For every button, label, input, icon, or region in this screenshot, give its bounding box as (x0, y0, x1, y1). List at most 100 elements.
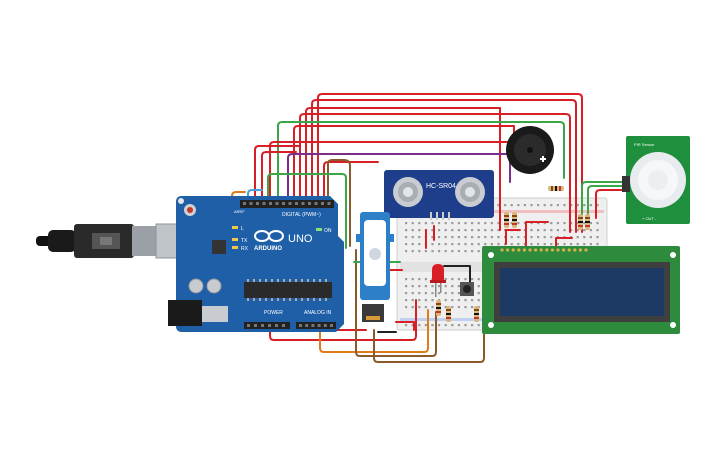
hole (464, 324, 467, 327)
header-pin (295, 202, 298, 205)
aref-label: AREF (234, 209, 245, 214)
hole (497, 243, 500, 246)
chip-pin (289, 298, 291, 301)
hole (537, 222, 540, 225)
hole (517, 204, 520, 207)
hole (550, 204, 553, 207)
header-pin (301, 202, 305, 205)
hole (438, 229, 441, 232)
hole (497, 229, 500, 232)
arduino-uno: DIGITAL (PWM~) AREF L TX RX ON ARDUINO U… (168, 196, 344, 332)
resistor (504, 212, 509, 228)
resistor (578, 214, 583, 230)
arduino-logo-icon (254, 230, 284, 242)
hole (471, 306, 474, 309)
hole (405, 292, 408, 295)
on-label: ON (324, 228, 332, 234)
resistor-band (436, 303, 441, 305)
hole (405, 243, 408, 246)
hole (596, 243, 599, 246)
hole (451, 324, 454, 327)
header-pin (321, 202, 324, 205)
lcd-pin (500, 248, 504, 252)
hole (576, 243, 579, 246)
wire-red (555, 237, 573, 247)
hole (530, 204, 533, 207)
hole (418, 236, 421, 239)
wire-green (267, 173, 347, 249)
wire-purple (287, 153, 511, 206)
wire-green (277, 121, 565, 206)
lcd-pin (573, 248, 577, 252)
hole (589, 222, 592, 225)
hole (411, 243, 414, 246)
hole (477, 222, 480, 225)
hole (424, 222, 427, 225)
chip-pin (271, 279, 273, 282)
hole (444, 278, 447, 281)
wire-red (505, 229, 521, 245)
hole (451, 222, 454, 225)
lcd-pin (578, 248, 583, 252)
header-pin (308, 202, 311, 205)
lcd-display (482, 246, 680, 334)
resistor-band (585, 225, 590, 227)
resistor-band (504, 215, 509, 217)
hole (411, 236, 414, 239)
header-pin (317, 324, 321, 327)
hole (457, 306, 460, 309)
hole (510, 236, 513, 239)
hole (444, 236, 447, 239)
hole (411, 222, 414, 225)
hole (457, 222, 460, 225)
resistor-band (504, 219, 509, 221)
hole (418, 222, 421, 225)
hole (457, 324, 460, 327)
hole (543, 243, 546, 246)
header-pin (311, 324, 315, 327)
hole (570, 204, 573, 207)
hole (444, 250, 447, 253)
hole (464, 250, 467, 253)
hole (431, 324, 434, 327)
chip-pin (313, 279, 315, 282)
chip-pin (259, 279, 261, 282)
hole (484, 236, 487, 239)
hole (589, 243, 592, 246)
hole (504, 204, 507, 207)
hole (411, 324, 414, 327)
hole (405, 236, 408, 239)
hole (438, 236, 441, 239)
hole (418, 306, 421, 309)
hole (464, 236, 467, 239)
hole (523, 243, 526, 246)
sonar-model-label: HC-SR04 (426, 183, 456, 190)
hole (451, 250, 454, 253)
resistor (446, 306, 451, 322)
chip-pin (253, 279, 255, 282)
hole (523, 204, 526, 207)
hole (431, 243, 434, 246)
chip-pin (307, 279, 309, 282)
chip-pin (259, 298, 261, 301)
header-pin (268, 324, 271, 327)
resistor-band (512, 215, 517, 217)
lcd-pin (506, 248, 510, 252)
hole (477, 324, 480, 327)
hole (583, 229, 586, 232)
digital-header-label: DIGITAL (PWM~) (282, 212, 321, 218)
lcd-pin (522, 248, 527, 252)
hole (405, 299, 408, 302)
wire-red (525, 221, 549, 247)
hole (464, 299, 467, 302)
hole (431, 236, 434, 239)
hole (471, 236, 474, 239)
hole (576, 229, 579, 232)
hole (411, 306, 414, 309)
chip-pin (295, 279, 297, 282)
header-pin (323, 324, 327, 327)
hole (583, 236, 586, 239)
hole (570, 222, 573, 225)
wire-red (299, 113, 571, 233)
hole (510, 222, 513, 225)
